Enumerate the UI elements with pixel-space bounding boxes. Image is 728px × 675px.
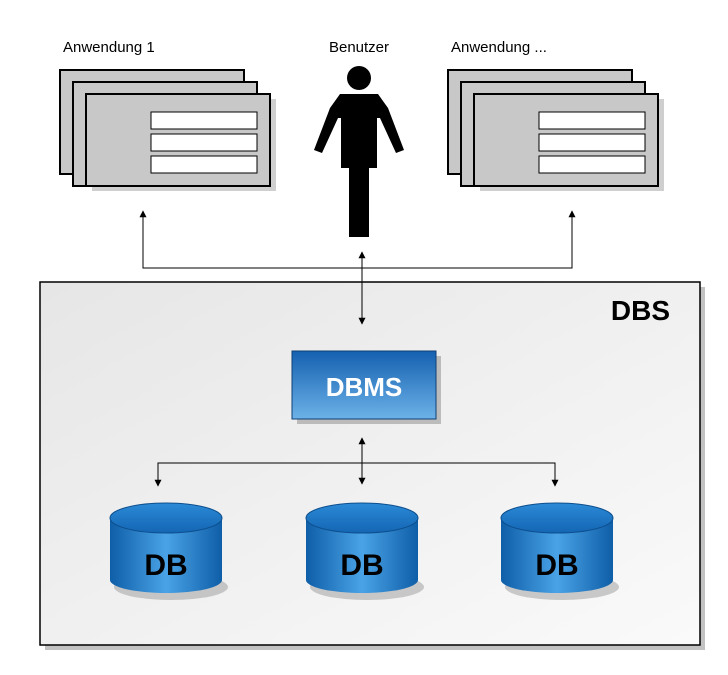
connector-apps (139, 210, 576, 269)
application-stack-right: Anwendung ... (447, 39, 664, 191)
app-right-label: Anwendung ... (451, 39, 547, 56)
database-1: DB (109, 502, 228, 600)
application-stack-left: Anwendung 1 (59, 39, 276, 191)
database-cylinder-icon (305, 502, 424, 600)
connector-db-left (154, 462, 362, 487)
db-2-label: DB (340, 549, 383, 582)
database-cylinder-icon (500, 502, 619, 600)
db-3-label: DB (535, 549, 578, 582)
person-icon (314, 66, 404, 237)
dbs-label: DBS (611, 295, 670, 326)
database-2: DB (305, 502, 424, 600)
database-3: DB (500, 502, 619, 600)
database-cylinder-icon (109, 502, 228, 600)
dbms-box: DBMS (291, 350, 441, 424)
user-figure: Benutzer (314, 39, 404, 237)
connectors (139, 210, 576, 487)
connector-db-right (362, 462, 559, 487)
dbms-label: DBMS (326, 372, 403, 402)
application-window-stack-icon (447, 69, 664, 191)
db-1-label: DB (144, 549, 187, 582)
app-left-label: Anwendung 1 (63, 39, 155, 56)
application-window-stack-icon (59, 69, 276, 191)
user-label: Benutzer (329, 39, 389, 56)
